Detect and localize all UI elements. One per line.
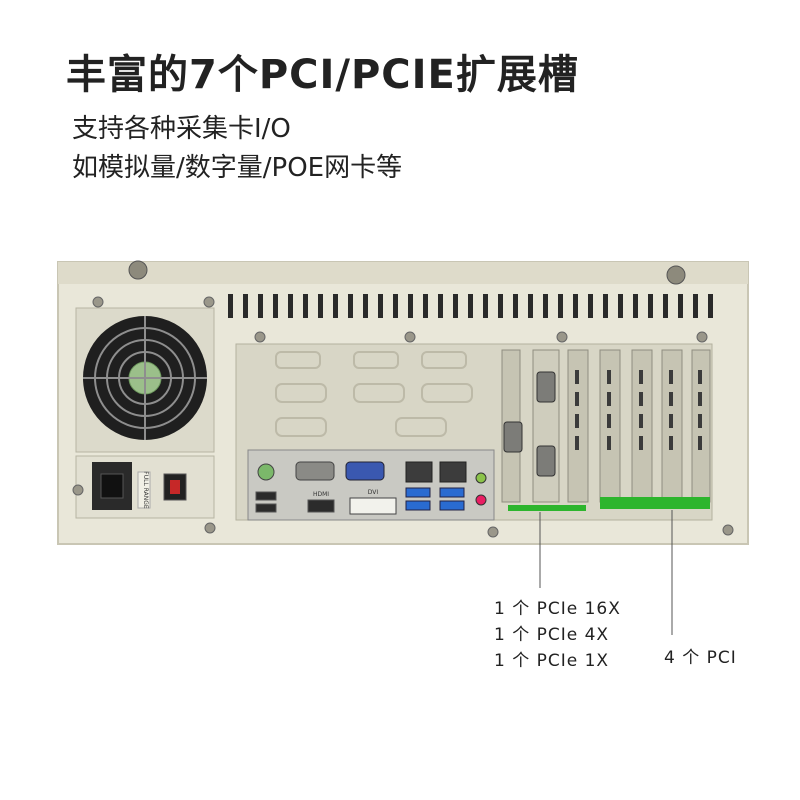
usb3-port-3 bbox=[439, 487, 465, 498]
thumbscrew-right bbox=[666, 265, 686, 285]
pcie-4x-label: 1 个 PCIe 4X bbox=[494, 625, 610, 645]
subtitle-line-2: 如模拟量/数字量/POE网卡等 bbox=[72, 153, 403, 183]
usb3-port-1 bbox=[405, 487, 431, 498]
thumbscrew-left bbox=[128, 260, 148, 280]
lan-port-2 bbox=[439, 461, 467, 483]
hdmi-port bbox=[307, 499, 335, 513]
vent-slots bbox=[228, 294, 713, 318]
card-serial-2 bbox=[503, 421, 523, 453]
psu-rating-text: FULL RANGE bbox=[142, 471, 149, 509]
hdmi-label: HDMI bbox=[313, 491, 329, 498]
usb2-port-1 bbox=[255, 491, 277, 501]
dvi-port bbox=[349, 497, 397, 515]
usb3-port-2 bbox=[405, 500, 431, 511]
chassis-top-lip bbox=[58, 262, 748, 284]
audio-out bbox=[475, 472, 487, 484]
subtitle-line-1: 支持各种采集卡I/O bbox=[72, 114, 291, 144]
headline: 丰富的7个PCI/PCIE扩展槽 bbox=[66, 52, 579, 98]
slot-vent-holes bbox=[575, 370, 702, 450]
ps2-port bbox=[257, 463, 275, 481]
card-serial-1 bbox=[536, 371, 556, 403]
pci-highlight-bar bbox=[600, 497, 710, 509]
pcie-highlight-bar bbox=[508, 505, 586, 511]
dvi-label: DVI bbox=[368, 489, 379, 496]
pci-label: 4 个 PCI bbox=[664, 648, 737, 668]
card-serial-3 bbox=[536, 445, 556, 477]
vga-port bbox=[345, 461, 385, 481]
com-port bbox=[295, 461, 335, 481]
pci-slot-covers bbox=[599, 349, 711, 503]
lan-port-1 bbox=[405, 461, 433, 483]
pcie-1x-label: 1 个 PCIe 1X bbox=[494, 651, 610, 671]
audio-mic bbox=[475, 494, 487, 506]
usb2-port-2 bbox=[255, 503, 277, 513]
pcie-16x-label: 1 个 PCIe 16X bbox=[494, 599, 621, 619]
usb3-port-4 bbox=[439, 500, 465, 511]
